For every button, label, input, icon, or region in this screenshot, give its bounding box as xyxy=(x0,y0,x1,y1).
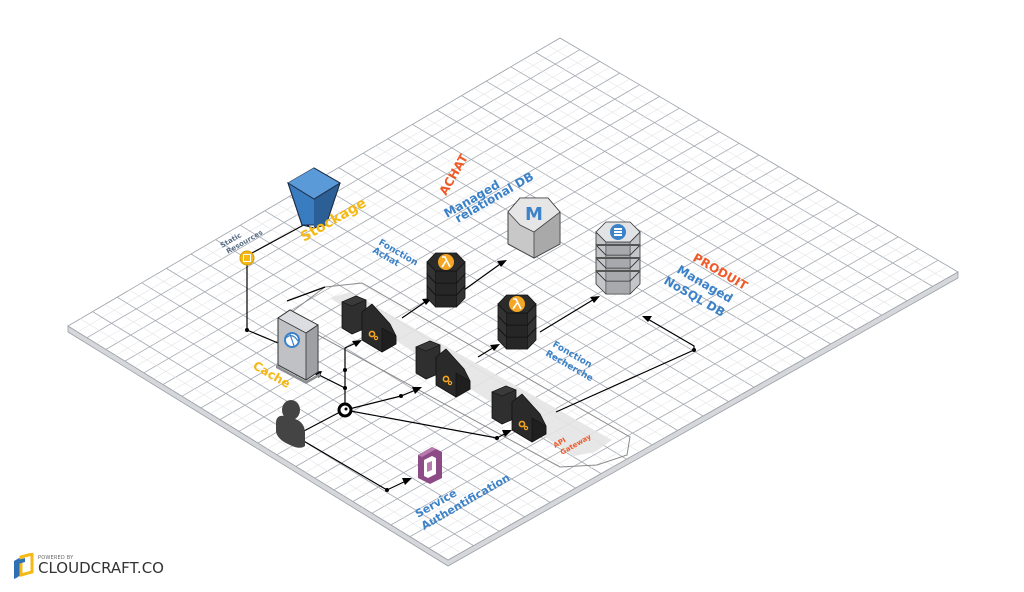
grid-line xyxy=(129,289,512,525)
grid-line xyxy=(116,296,500,532)
grid-line xyxy=(419,254,929,543)
grid-line xyxy=(289,196,678,431)
grid-line xyxy=(400,242,909,532)
grid-line xyxy=(276,203,665,438)
static-resources-icon[interactable] xyxy=(239,250,255,266)
grid-line xyxy=(428,259,939,549)
grid-line xyxy=(343,207,849,496)
gear-icon xyxy=(518,420,526,428)
grid-line xyxy=(178,260,563,496)
grid-line xyxy=(286,172,789,461)
grid-line xyxy=(153,275,538,510)
powered-by-text: POWERED BY xyxy=(38,555,74,561)
grid-line xyxy=(409,248,919,537)
grid-line xyxy=(203,246,589,482)
api-gateway-endpoint-1[interactable] xyxy=(341,295,397,353)
grid-line xyxy=(438,265,949,555)
rds-m-glyph: M xyxy=(525,204,543,225)
s3-bucket-icon[interactable] xyxy=(287,167,341,229)
user-icon[interactable] xyxy=(276,400,305,448)
grid-line xyxy=(252,217,640,453)
api-gateway-group-outline xyxy=(284,282,631,468)
cloudcraft-logo[interactable]: POWERED BY CLOUDCRAFT.CO xyxy=(12,553,164,579)
gear-icon xyxy=(442,375,450,383)
grid-line xyxy=(301,188,691,424)
grid-line xyxy=(390,236,899,526)
cognito-icon[interactable] xyxy=(418,447,442,484)
grid-line xyxy=(295,178,799,467)
grid-line xyxy=(264,210,653,446)
lambda-achat-icon[interactable] xyxy=(426,252,466,308)
api-gateway-endpoint-3[interactable] xyxy=(491,385,547,443)
internet-hub-icon[interactable] xyxy=(337,402,353,418)
api-gateway-endpoint-2[interactable] xyxy=(415,340,471,398)
grid-line xyxy=(305,183,809,473)
rds-mysql-icon[interactable]: M xyxy=(507,197,561,259)
grid-line xyxy=(314,189,819,479)
grid-line xyxy=(371,224,879,514)
grid-line xyxy=(80,318,461,554)
grid-line xyxy=(362,219,869,508)
dynamodb-icon[interactable] xyxy=(595,221,641,295)
brand-name: CLOUDCRAFT.CO xyxy=(38,559,164,577)
grid-line xyxy=(166,268,551,503)
connector-junctions xyxy=(245,328,696,492)
cloudcraft-logo-icon xyxy=(14,553,34,579)
api-gateway-group-shade xyxy=(330,292,612,456)
grid-line xyxy=(381,230,889,520)
grid-line xyxy=(324,195,829,485)
lambda-recherche-icon[interactable] xyxy=(497,294,537,350)
gear-icon xyxy=(368,330,376,338)
grid-line xyxy=(141,282,525,518)
grid-line xyxy=(333,201,839,491)
cloudfront-cache-icon[interactable] xyxy=(276,309,320,384)
